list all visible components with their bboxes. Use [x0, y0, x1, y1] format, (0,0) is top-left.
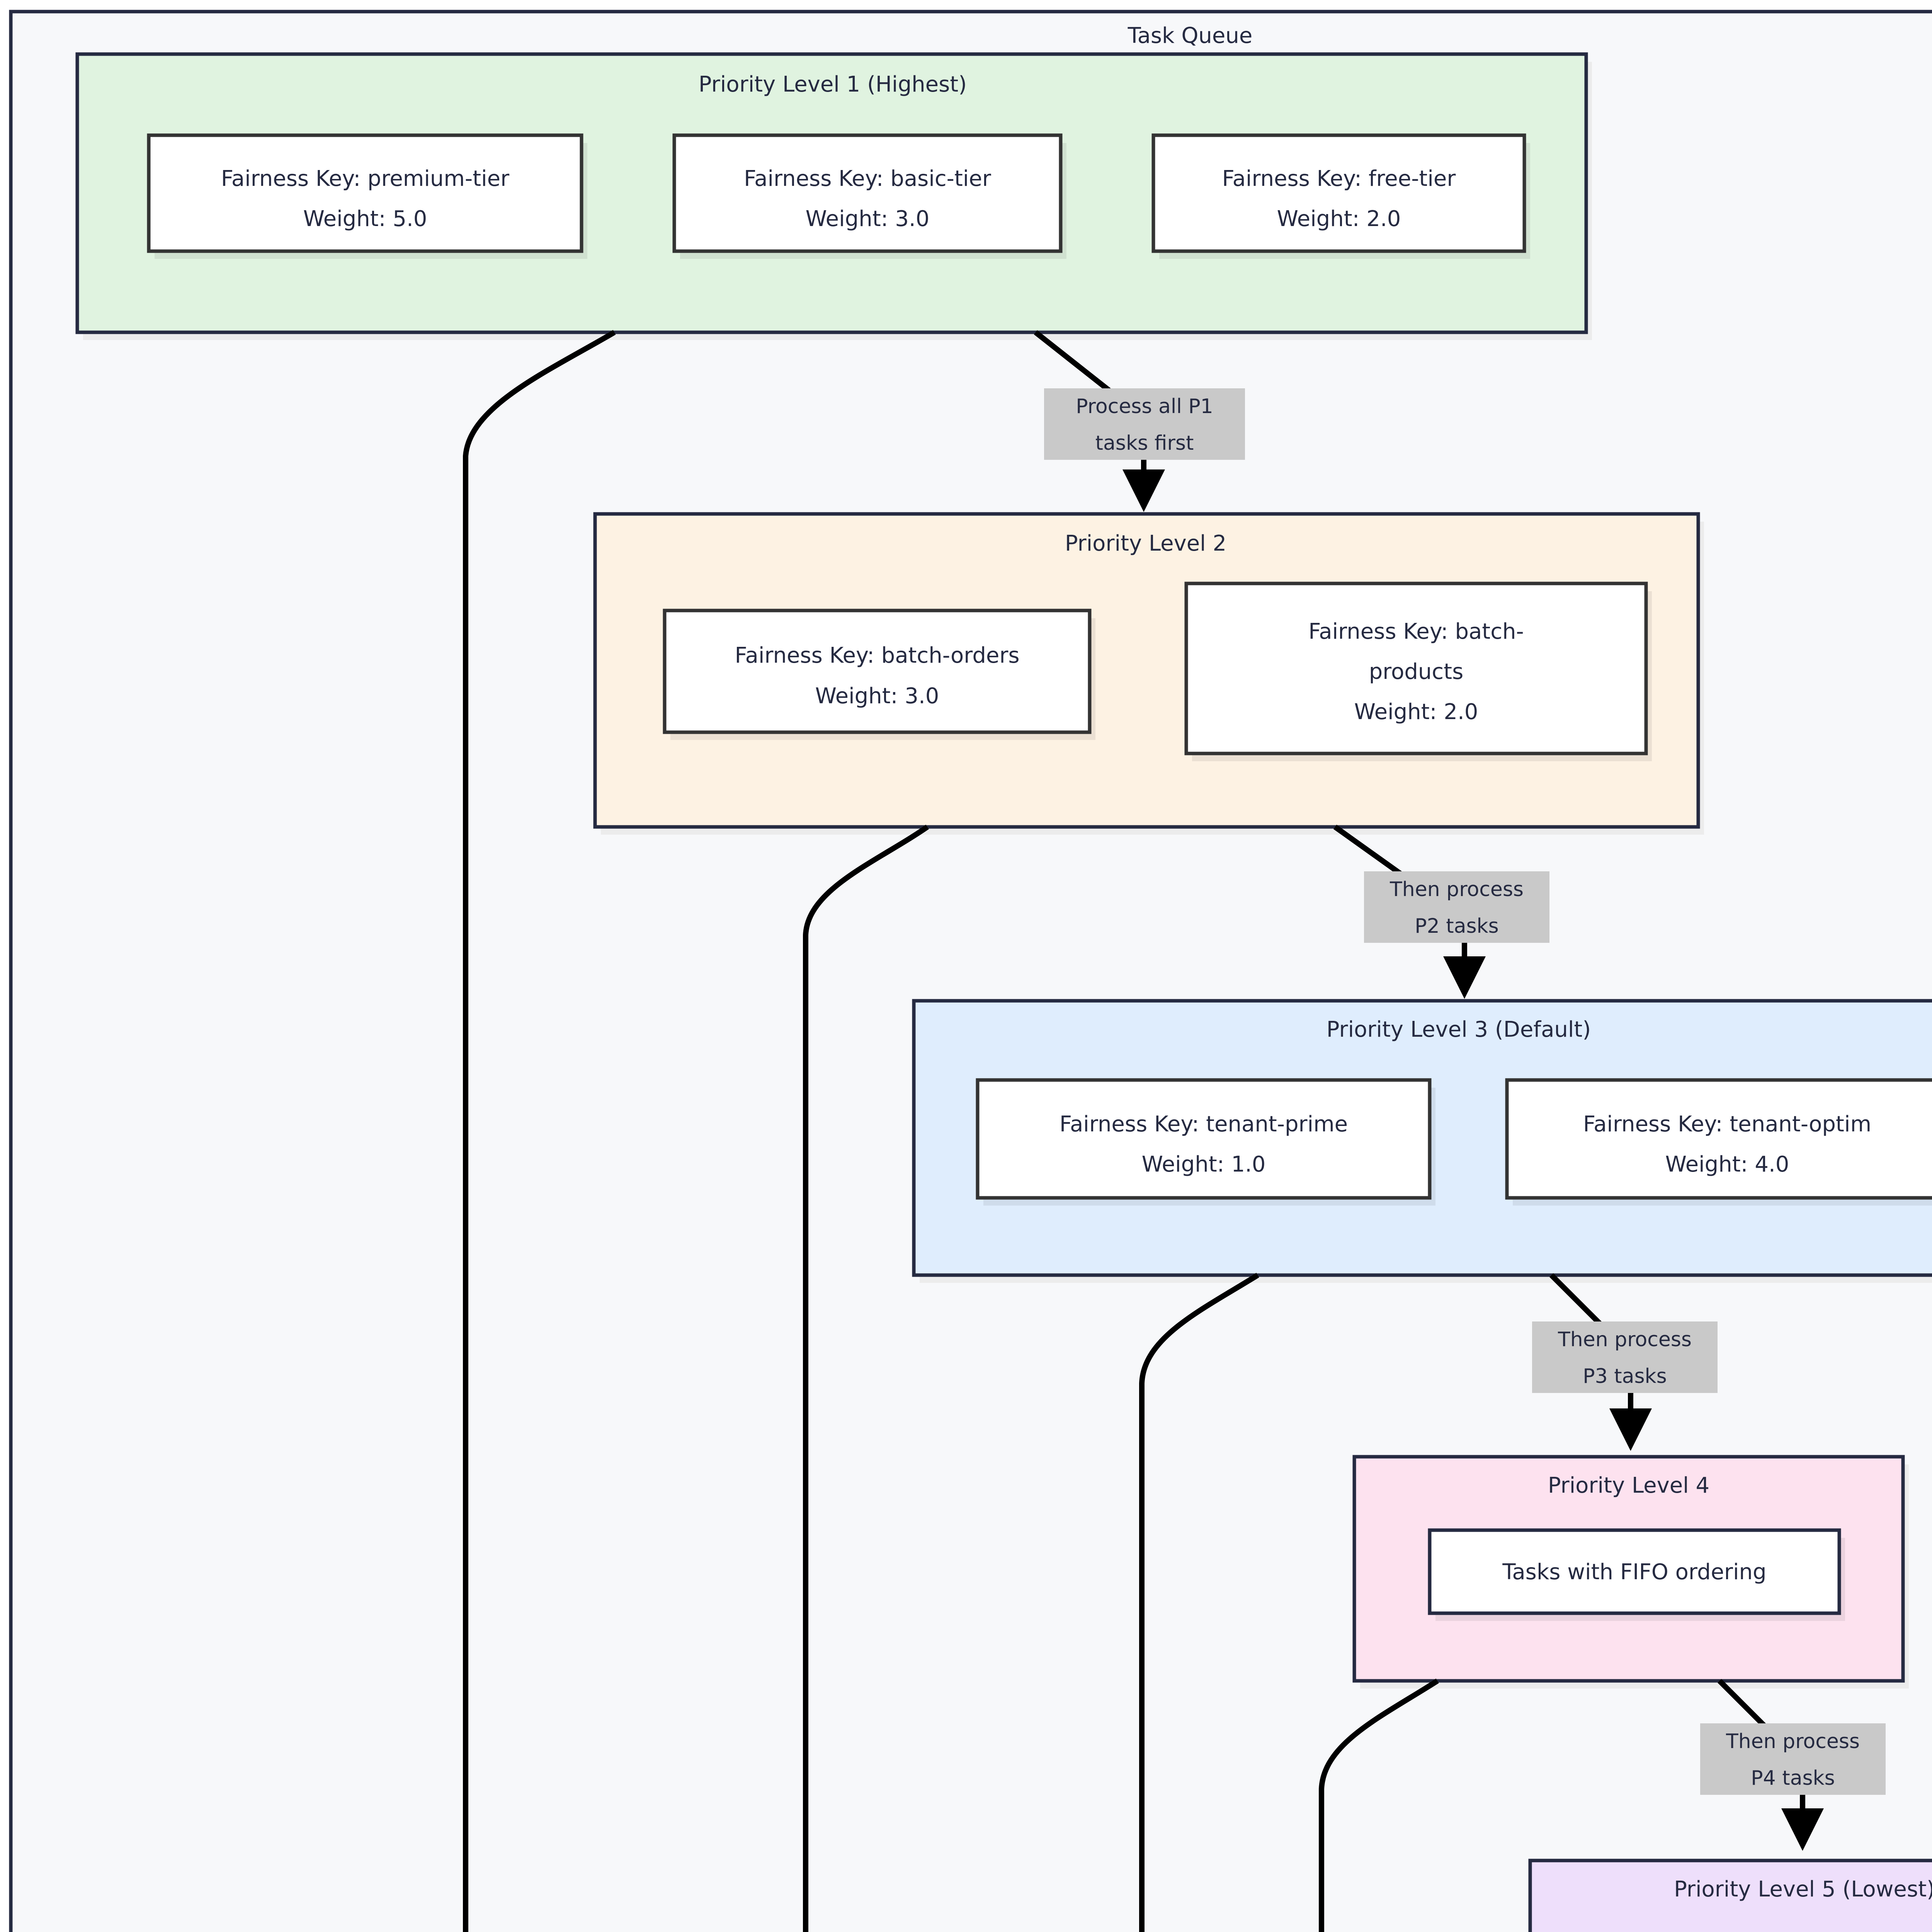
p3-optim-key: Fairness Key: tenant-optim	[1583, 1112, 1871, 1137]
edge-p4-to-p5-arrowhead	[1781, 1808, 1824, 1851]
p2-title: Priority Level 2	[1065, 531, 1226, 556]
edges-group	[463, 330, 1824, 1932]
edge-label-p4-p5-line1: Then process	[1726, 1730, 1860, 1753]
cluster-priority-level-5[interactable]: Priority Level 5 (Lowest) Tasks with FIF…	[1528, 1859, 1932, 1932]
node-p3-tenant-prime[interactable]: Fairness Key: tenant-prime Weight: 1.0	[976, 1078, 1435, 1206]
p2-products-key: Fairness Key: batch-	[1308, 619, 1524, 644]
p4-title: Priority Level 4	[1548, 1473, 1709, 1498]
p3-optim-weight: Weight: 4.0	[1665, 1152, 1789, 1177]
edge-p1-to-p2-arrowhead	[1122, 469, 1165, 512]
edge-p2-to-p3-arrowhead	[1443, 956, 1486, 999]
edge-label-p1-p2: Process all P1 tasks first	[1044, 388, 1245, 460]
p1-basic-weight: Weight: 3.0	[806, 206, 930, 231]
node-p1-basic-tier[interactable]: Fairness Key: basic-tier Weight: 3.0	[672, 133, 1066, 259]
p3-prime-weight: Weight: 1.0	[1142, 1152, 1266, 1177]
node-p3-tenant-optim[interactable]: Fairness Key: tenant-optim Weight: 4.0	[1505, 1078, 1932, 1206]
edge-p3-to-workers	[1139, 1273, 1259, 1932]
p3-prime-key: Fairness Key: tenant-prime	[1060, 1112, 1348, 1137]
p3-optim-rect	[1505, 1078, 1932, 1200]
p3-prime-rect	[976, 1078, 1432, 1200]
p2-products-key2: products	[1369, 659, 1464, 684]
p1-premium-weight: Weight: 5.0	[303, 206, 427, 231]
p2-products-weight: Weight: 2.0	[1354, 699, 1478, 724]
edge-p1-to-p2-upper	[1034, 330, 1111, 393]
p1-free-key: Fairness Key: free-tier	[1222, 166, 1456, 191]
p1-free-weight: Weight: 2.0	[1277, 206, 1401, 231]
p2-products-rect	[1184, 582, 1648, 755]
cluster-priority-level-4[interactable]: Priority Level 4 Tasks with FIFO orderin…	[1352, 1455, 1909, 1689]
edge-p3-to-p4-arrowhead	[1609, 1408, 1652, 1451]
p1-premium-rect	[147, 133, 583, 253]
edge-label-p3-p4: Then process P3 tasks	[1532, 1321, 1718, 1393]
cluster-priority-level-2[interactable]: Priority Level 2 Fairness Key: batch-ord…	[593, 512, 1704, 835]
edge-label-p2-p3-line1: Then process	[1389, 878, 1524, 901]
edge-label-p1-p2-bg	[1044, 388, 1245, 460]
edge-label-p4-p5-bg	[1700, 1723, 1886, 1795]
p2-orders-weight: Weight: 3.0	[815, 684, 939, 709]
node-p2-batch-products[interactable]: Fairness Key: batch- products Weight: 2.…	[1184, 582, 1652, 761]
p1-premium-key: Fairness Key: premium-tier	[221, 166, 510, 191]
edge-label-p1-p2-line1: Process all P1	[1076, 395, 1213, 418]
p1-basic-key: Fairness Key: basic-tier	[744, 166, 992, 191]
p2-orders-rect	[663, 609, 1092, 734]
edge-p3-to-p4-upper	[1549, 1273, 1604, 1327]
edge-label-p2-p3: Then process P2 tasks	[1364, 871, 1549, 943]
edge-p4-to-workers	[1319, 1679, 1439, 1932]
p4-fifo-rect	[1428, 1528, 1841, 1615]
cluster-priority-level-3[interactable]: Priority Level 3 (Default) Fairness Key:…	[912, 999, 1932, 1283]
p1-basic-rect	[672, 133, 1063, 253]
edge-label-p2-p3-line2: P2 tasks	[1415, 915, 1499, 938]
edge-label-p4-p5: Then process P4 tasks	[1700, 1723, 1886, 1795]
cluster-priority-level-1[interactable]: Priority Level 1 (Highest) Fairness Key:…	[75, 52, 1592, 340]
edge-label-p3-p4-line2: P3 tasks	[1583, 1365, 1667, 1388]
p5-title: Priority Level 5 (Lowest)	[1674, 1877, 1932, 1902]
edge-label-p2-p3-bg	[1364, 871, 1549, 943]
edge-label-p3-p4-line1: Then process	[1558, 1328, 1692, 1351]
edge-label-p1-p2-line2: tasks first	[1095, 432, 1194, 455]
edge-label-p4-p5-line2: P4 tasks	[1751, 1767, 1835, 1790]
node-p1-free-tier[interactable]: Fairness Key: free-tier Weight: 2.0	[1151, 133, 1530, 259]
edge-p2-to-p3-upper	[1333, 825, 1405, 878]
p1-title: Priority Level 1 (Highest)	[699, 72, 967, 97]
p3-title: Priority Level 3 (Default)	[1327, 1017, 1591, 1042]
edge-label-p3-p4-bg	[1532, 1321, 1718, 1393]
edge-p1-to-workers	[463, 330, 616, 1932]
p1-free-rect	[1151, 133, 1526, 253]
edge-p4-to-p5-upper	[1718, 1679, 1768, 1729]
node-p1-premium-tier[interactable]: Fairness Key: premium-tier Weight: 5.0	[147, 133, 587, 259]
p5-rect	[1528, 1859, 1932, 1932]
task-queue-title: Task Queue	[1128, 23, 1253, 48]
p2-orders-key: Fairness Key: batch-orders	[735, 643, 1019, 668]
edge-p2-to-workers	[803, 825, 929, 1932]
node-p4-fifo[interactable]: Tasks with FIFO ordering	[1428, 1528, 1845, 1621]
p4-fifo-label: Tasks with FIFO ordering	[1502, 1560, 1766, 1585]
node-p2-batch-orders[interactable]: Fairness Key: batch-orders Weight: 3.0	[663, 609, 1095, 740]
